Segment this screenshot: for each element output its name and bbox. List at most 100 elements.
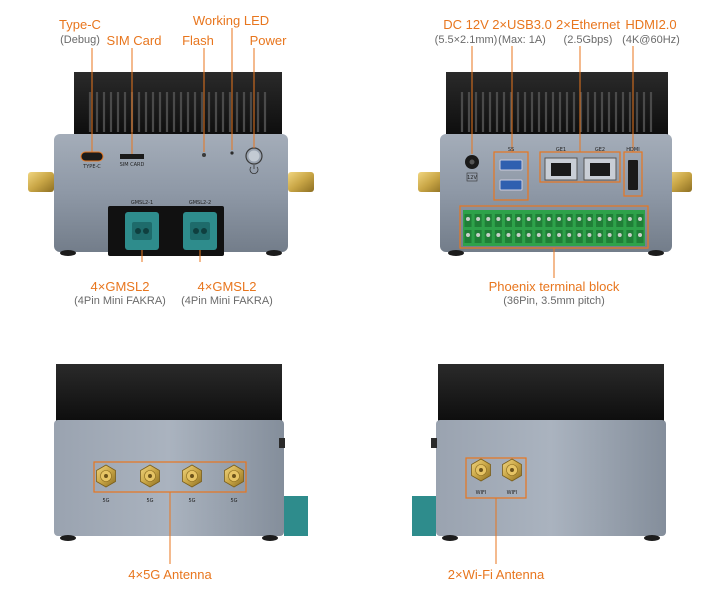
terminal-screw xyxy=(466,217,470,221)
terminal-screw xyxy=(536,217,541,221)
terminal-screw xyxy=(567,217,572,221)
side-antenna-left xyxy=(418,172,444,192)
heatsink-side xyxy=(56,364,282,424)
heatsink xyxy=(446,72,668,138)
callout-gmsl2-sub: (4Pin Mini FAKRA) xyxy=(181,295,273,307)
terminal-screw xyxy=(577,217,582,221)
5g-silk-1: 5G xyxy=(102,498,109,504)
foot xyxy=(60,250,76,256)
ge2-silk: GE2 xyxy=(595,147,605,153)
callout-phoenix-label: Phoenix terminal block xyxy=(488,279,620,294)
side-port-edge xyxy=(431,438,437,448)
5g-silk-4: 5G xyxy=(230,498,237,504)
gmsl-port-face xyxy=(132,222,152,240)
terminal-screw xyxy=(506,217,511,221)
foot xyxy=(262,535,278,541)
type-c-silk: TYPE-C xyxy=(82,164,101,170)
callout-sim-label: SIM Card xyxy=(106,33,162,48)
terminal-screw xyxy=(536,233,541,237)
terminal-screw xyxy=(486,233,491,237)
front-panel xyxy=(28,72,314,256)
gmsl1-silk: GMSL2-1 xyxy=(131,200,153,206)
callout-usb-label: 2×USB3.0 xyxy=(492,17,552,32)
terminal-screw xyxy=(638,217,642,221)
gmsl-socket xyxy=(135,228,141,234)
ethernet-ge1-socket xyxy=(551,163,571,176)
callout-gmsl2-label: 4×GMSL2 xyxy=(197,279,257,294)
rear-panel xyxy=(418,72,692,256)
foot xyxy=(648,250,664,256)
terminal-screw xyxy=(607,233,612,237)
terminal-screw xyxy=(486,217,491,221)
terminal-screw xyxy=(496,233,501,237)
wifi-silk-1: WIFI xyxy=(476,490,487,496)
5g-silk-3: 5G xyxy=(188,498,195,504)
gmsl2-silk: GMSL2-2 xyxy=(189,200,211,206)
terminal-screw xyxy=(526,217,531,221)
gmsl-connector-edge xyxy=(284,496,308,536)
terminal-screw xyxy=(597,217,602,221)
ge1-silk: GE1 xyxy=(556,147,566,153)
callout-hdmi-label: HDMI2.0 xyxy=(625,17,677,32)
terminal-screw xyxy=(546,233,551,237)
terminal-screw xyxy=(526,233,531,237)
heatsink xyxy=(74,72,282,138)
callout-5g-label: 4×5G Antenna xyxy=(128,567,212,582)
callout-type-c-sub: (Debug) xyxy=(60,34,100,46)
chassis-side xyxy=(436,420,666,536)
leader-lines xyxy=(91,28,634,564)
side-panel-5g xyxy=(54,364,308,541)
hdmi-silk: HDMI xyxy=(626,147,639,153)
dc-polarity-mark xyxy=(466,172,478,182)
callout-gmsl1-sub: (4Pin Mini FAKRA) xyxy=(74,295,166,307)
terminal-screw xyxy=(516,233,521,237)
antenna-pin xyxy=(104,474,108,478)
5g-antenna-connectors xyxy=(96,464,244,488)
callout-hdmi-sub: (4K@60Hz) xyxy=(622,34,680,46)
5g-silk-2: 5G xyxy=(146,498,153,504)
terminal-screw xyxy=(587,217,592,221)
port-silkscreen: TYPE-C SIM CARD GMSL2-1 GMSL2-2 SS GE1 G… xyxy=(82,147,639,504)
antenna-pin xyxy=(190,474,194,478)
gmsl-connector-edge xyxy=(412,496,436,536)
heatsink-side xyxy=(438,364,664,424)
terminal-screw xyxy=(597,233,602,237)
antenna-pin xyxy=(479,468,483,472)
antenna-pin xyxy=(510,468,514,472)
terminal-screw xyxy=(577,233,582,237)
terminal-screw xyxy=(607,217,612,221)
terminal-screw xyxy=(627,233,632,237)
usb-highlight xyxy=(493,151,529,201)
terminal-screw xyxy=(506,233,511,237)
foot xyxy=(442,535,458,541)
terminal-screw xyxy=(627,217,632,221)
side-antenna-right xyxy=(288,172,314,192)
usb-silk: SS xyxy=(508,147,514,153)
terminal-screw xyxy=(476,233,481,237)
heatsink-fins xyxy=(88,92,267,132)
callout-eth-sub: (2.5Gbps) xyxy=(563,34,613,46)
wifi-antenna-connectors xyxy=(471,458,522,482)
callout-type-c-label: Type-C xyxy=(59,17,101,32)
terminal-screw xyxy=(617,233,622,237)
gmsl-connector-detail xyxy=(132,222,210,240)
power-button-cap xyxy=(248,150,260,162)
foot xyxy=(448,250,464,256)
callout-phoenix-sub: (36Pin, 3.5mm pitch) xyxy=(503,295,605,307)
callout-gmsl1-label: 4×GMSL2 xyxy=(90,279,150,294)
side-panel-wifi xyxy=(412,364,666,541)
antenna-pin xyxy=(148,474,152,478)
phoenix-terminal-pins xyxy=(464,214,644,243)
usb3-port-2 xyxy=(499,179,523,191)
callout-dc-sub: (5.5×2.1mm) xyxy=(434,34,498,46)
foot xyxy=(60,535,76,541)
sim-silk: SIM CARD xyxy=(120,162,145,168)
foot xyxy=(644,535,660,541)
gmsl-socket xyxy=(143,228,149,234)
usb3-port-1 xyxy=(499,159,523,171)
gmsl-socket xyxy=(193,228,199,234)
terminal-screw xyxy=(557,217,562,221)
gmsl-socket xyxy=(201,228,207,234)
